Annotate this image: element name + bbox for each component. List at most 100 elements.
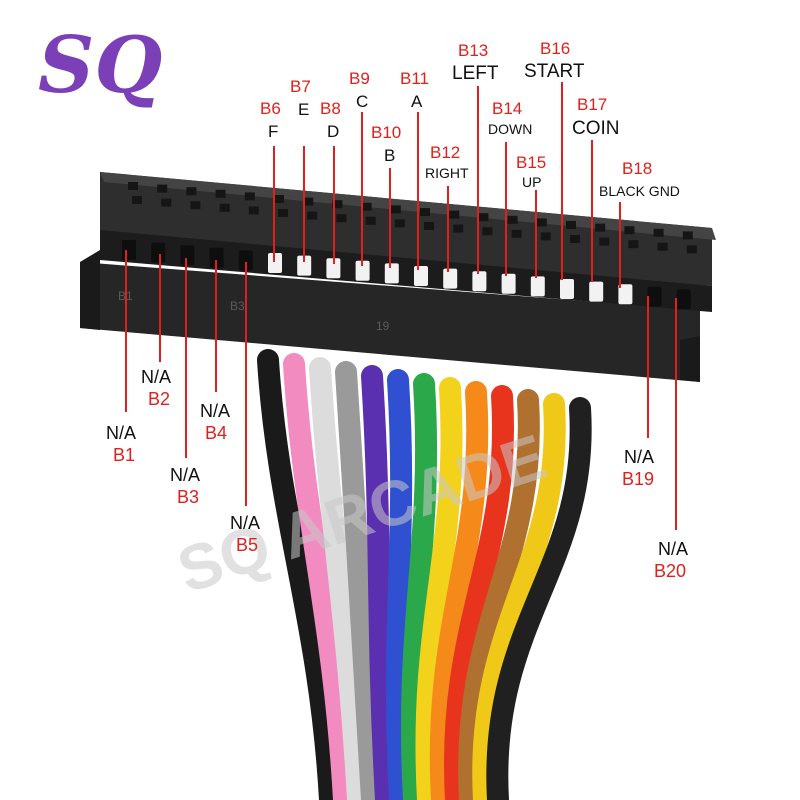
top-hole <box>361 202 372 211</box>
function-label-b10: B <box>384 146 396 165</box>
connector-mark-19: 19 <box>376 319 390 333</box>
function-label-b13: LEFT <box>452 63 499 84</box>
pin-label-b5: B5 <box>236 535 259 555</box>
wire <box>444 385 514 800</box>
top-hole <box>540 232 551 241</box>
top-hole <box>507 215 518 224</box>
function-label-b1: N/A <box>106 423 137 443</box>
top-hole <box>274 195 284 203</box>
top-hole <box>511 229 522 238</box>
pin-contact <box>589 281 604 302</box>
wire <box>257 349 341 800</box>
function-label-b2: N/A <box>141 367 172 387</box>
pin-contact <box>501 273 516 294</box>
pin-contact <box>443 268 458 289</box>
pin-contact <box>151 242 166 263</box>
leader-lines <box>125 82 677 530</box>
top-hole <box>570 235 580 243</box>
pin-label-b7: B7 <box>290 77 311 96</box>
pin-contact <box>530 276 545 297</box>
top-hole <box>536 218 547 227</box>
function-label-b7: E <box>298 100 310 119</box>
top-hole <box>128 182 138 190</box>
top-hole <box>278 209 288 217</box>
function-label-b19: N/A <box>624 447 655 467</box>
pin-label-b18: B18 <box>622 159 653 178</box>
wire <box>361 365 397 800</box>
top-hole <box>394 219 405 228</box>
function-label-b6: F <box>268 122 279 141</box>
pin-contacts <box>122 240 691 310</box>
pin-contact <box>647 286 662 307</box>
pin-label-b1: B1 <box>113 445 136 465</box>
wire <box>486 397 592 800</box>
top-hole <box>303 197 314 206</box>
top-hole <box>157 184 168 193</box>
function-label-b18: BLACK GND <box>599 183 680 199</box>
top-hole <box>332 200 343 209</box>
top-hole <box>248 206 259 215</box>
function-label-b20: N/A <box>658 539 689 559</box>
wire <box>472 393 566 800</box>
top-hole <box>657 242 668 251</box>
logo-text: SQ <box>38 20 162 108</box>
function-label-b9: C <box>356 92 369 111</box>
pin-contact <box>297 255 312 276</box>
connector-top-holes <box>128 182 697 254</box>
top-hole <box>424 222 434 230</box>
connector-housing <box>80 172 716 382</box>
top-hole <box>244 192 255 201</box>
top-hole <box>482 227 493 236</box>
top-hole <box>390 205 401 214</box>
top-hole <box>449 210 460 219</box>
pin-label-b14: B14 <box>492 99 523 118</box>
pin-label-b9: B9 <box>349 69 370 88</box>
function-label-b8: D <box>327 122 340 141</box>
pin-contact <box>122 240 136 260</box>
pin-label-b12: B12 <box>430 143 461 162</box>
pin-contact <box>209 247 224 268</box>
top-hole <box>628 240 639 249</box>
top-hole <box>420 208 430 216</box>
top-hole <box>478 213 489 222</box>
wire <box>429 381 489 800</box>
pin-label-b8: B8 <box>320 99 341 118</box>
function-label-b16: START <box>524 61 585 82</box>
pin-contact <box>618 284 633 305</box>
top-hole <box>186 187 197 196</box>
pin-contact <box>384 263 399 284</box>
pin-label-b13: B13 <box>458 41 489 60</box>
pin-label-b20: B20 <box>654 561 687 581</box>
pin-contact <box>414 266 428 286</box>
pin-label-b2: B2 <box>148 389 171 409</box>
wire <box>400 373 438 800</box>
pin-contact <box>676 289 691 310</box>
top-hole <box>215 189 226 198</box>
top-hole <box>453 224 464 233</box>
pin-contact <box>180 245 195 266</box>
wire <box>385 369 413 800</box>
pin-contact <box>238 250 253 271</box>
wire <box>309 357 369 800</box>
pin-contact <box>472 271 487 292</box>
pin-label-b3: B3 <box>177 487 200 507</box>
pin-label-b4: B4 <box>205 423 228 443</box>
pin-label-b15: B15 <box>516 153 547 172</box>
pin-label-b17: B17 <box>577 95 608 114</box>
top-hole <box>566 221 576 229</box>
top-hole <box>686 245 697 254</box>
top-hole <box>132 196 142 204</box>
top-hole <box>219 203 230 212</box>
function-label-b15: UP <box>522 174 542 190</box>
wire <box>283 353 355 800</box>
top-hole <box>595 223 606 232</box>
top-hole <box>599 237 610 246</box>
function-label-b12: RIGHT <box>425 165 469 181</box>
pin-label-b6: B6 <box>260 99 281 118</box>
connector-mark-b3: B3 <box>230 299 245 313</box>
wire <box>335 361 383 800</box>
pin-contact <box>326 258 341 279</box>
top-hole <box>624 226 635 235</box>
function-label-b4: N/A <box>200 401 231 421</box>
